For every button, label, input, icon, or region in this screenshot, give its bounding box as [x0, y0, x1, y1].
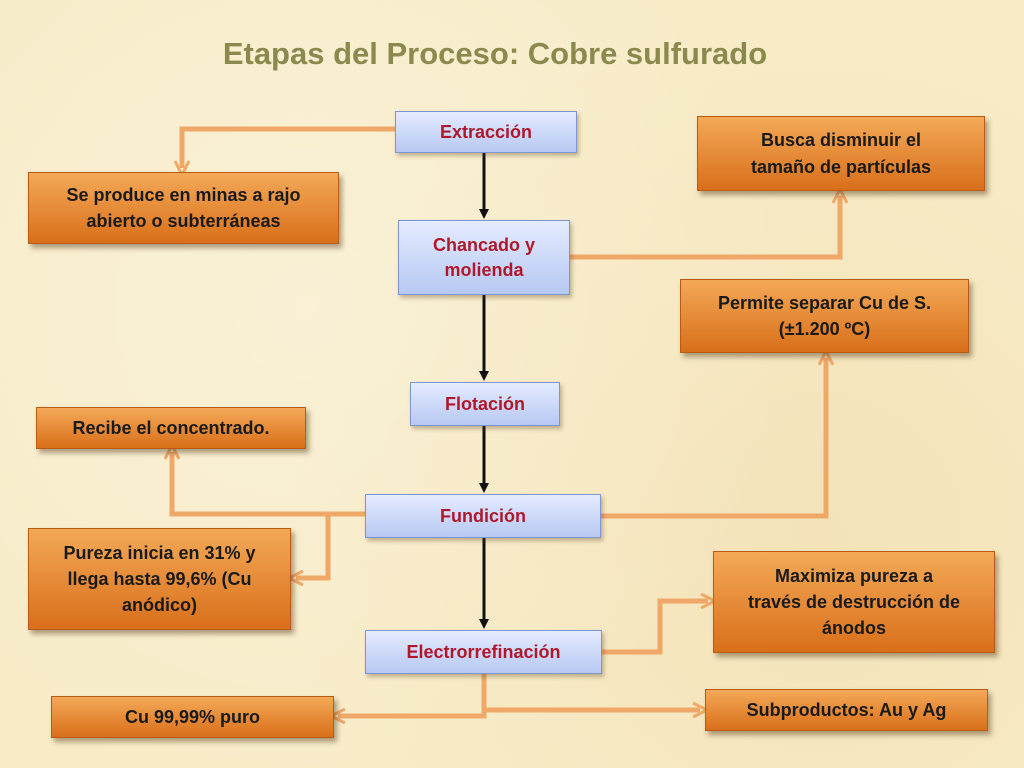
note-minas-line2: abierto o subterráneas	[86, 211, 281, 231]
stage-fundicion-label: Fundición	[440, 505, 526, 526]
connector-chancado-particulas	[570, 196, 840, 260]
note-cu-puro-text: Cu 99,99% puro	[124, 706, 261, 727]
note-pureza: Pureza inicia en 31% y llega hasta 99,6%…	[28, 528, 291, 630]
stage-chancado-molienda: Chancado y molienda	[398, 220, 570, 295]
stage-extraccion-label: Extracción	[439, 121, 533, 142]
note-concentrado: Recibe el concentrado.	[36, 407, 306, 449]
note-minas-line1: Se produce en minas a rajo	[66, 184, 301, 205]
stage-extraccion: Extracción	[395, 111, 577, 153]
diagram-title: Etapas del Proceso: Cobre sulfurado	[222, 36, 768, 71]
note-pureza-line1: Pureza inicia en 31% y	[63, 542, 256, 563]
note-particulas-line2: tamaño de partículas	[750, 156, 932, 177]
connector-fundicion-concentrado	[172, 452, 365, 517]
stage-chancado-label-line2: molienda	[444, 259, 524, 280]
connector-electro-maximiza	[602, 601, 708, 655]
stage-flotacion-label: Flotación	[445, 393, 525, 414]
note-maximiza: Maximiza pureza a través de destrucción …	[713, 551, 995, 653]
connector-extraccion-minas	[182, 126, 395, 168]
stage-flotacion: Flotación	[410, 382, 560, 426]
connector-electro-cupuro	[338, 672, 487, 716]
note-cu-puro: Cu 99,99% puro	[51, 696, 334, 738]
connector-fundicion-pureza	[296, 511, 365, 578]
stage-chancado-label-line1: Chancado y	[432, 235, 536, 256]
note-particulas: Busca disminuir el tamaño de partículas	[697, 116, 985, 191]
connector-fundicion-separar	[600, 358, 826, 519]
note-subproductos-text: Subproductos: Au y Ag	[746, 699, 947, 720]
note-maximiza-line3: ánodos	[821, 618, 886, 639]
note-separar: Permite separar Cu de S. (±1.200 ºC)	[680, 279, 969, 353]
note-maximiza-line1: Maximiza pureza a	[774, 565, 934, 586]
note-maximiza-line2: través de destrucción de	[747, 591, 961, 612]
note-separar-line2: (±1.200 ºC)	[778, 319, 871, 339]
note-pureza-line2: llega hasta 99,6% (Cu	[67, 568, 252, 589]
note-particulas-line1: Busca disminuir el	[760, 130, 922, 151]
note-pureza-line3: anódico)	[122, 595, 197, 616]
note-separar-line1: Permite separar Cu de S.	[717, 292, 932, 313]
stage-fundicion: Fundición	[365, 494, 601, 538]
note-subproductos: Subproductos: Au y Ag	[705, 689, 988, 731]
stage-electrorrefinacion-label: Electrorrefinación	[406, 641, 561, 662]
note-minas: Se produce en minas a rajo abierto o sub…	[28, 172, 339, 244]
note-concentrado-text: Recibe el concentrado.	[72, 417, 270, 438]
stage-electrorrefinacion: Electrorrefinación	[365, 630, 602, 674]
note-connectors	[172, 126, 840, 716]
